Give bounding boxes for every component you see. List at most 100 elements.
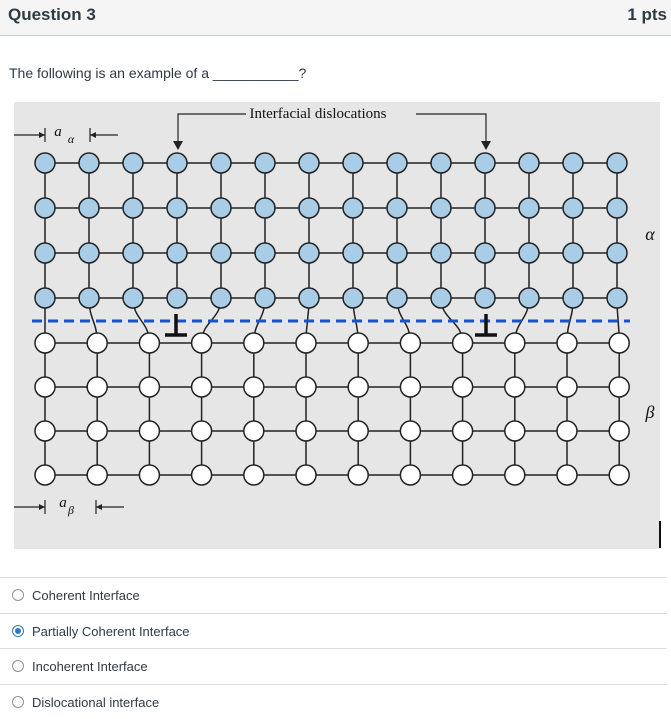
alpha-atom: [298, 287, 320, 309]
answer-list: Coherent Interface Partially Coherent In…: [0, 577, 667, 719]
alpha-atom: [342, 197, 364, 219]
beta-atom: [138, 420, 161, 442]
radio-button[interactable]: [12, 660, 24, 673]
alpha-atom: [122, 152, 144, 174]
dislocation-pointer-line: [416, 113, 487, 146]
alpha-atom: [474, 152, 496, 174]
alpha-atom: [210, 242, 232, 264]
beta-atom: [138, 376, 161, 398]
beta-atom: [347, 464, 369, 486]
beta-atom: [451, 420, 474, 442]
beta-atom: [190, 332, 213, 354]
alpha-atom: [606, 152, 628, 174]
beta-atom: [138, 332, 161, 354]
beta-atom: [608, 464, 630, 486]
answer-option-dislocational[interactable]: Dislocational interface: [0, 683, 667, 719]
beta-atom: [556, 464, 578, 486]
interface-diagram: Interfacial dislocations α β a α a β: [14, 102, 660, 549]
beta-atom: [243, 464, 265, 486]
alpha-atom: [342, 242, 364, 264]
alpha-atom: [474, 242, 496, 264]
alpha-atom: [342, 287, 364, 309]
alpha-atom: [518, 152, 540, 174]
beta-atom: [556, 332, 578, 354]
answer-option-incoherent[interactable]: Incoherent Interface: [0, 648, 667, 684]
beta-atom: [347, 376, 369, 398]
alpha-atom: [430, 242, 452, 264]
beta-atom: [347, 420, 369, 442]
beta-atom: [347, 332, 369, 354]
answer-label: Incoherent Interface: [32, 659, 148, 675]
beta-atom: [608, 376, 630, 398]
question-header: Question 3 1 pts: [0, 0, 671, 36]
answer-option-partially-coherent[interactable]: Partially Coherent Interface: [0, 612, 667, 649]
beta-atom: [295, 464, 317, 486]
alpha-atom: [166, 197, 188, 219]
alpha-atom: [518, 197, 540, 219]
lattice-param-beta-a: a: [59, 495, 67, 511]
beta-atom: [556, 376, 578, 398]
alpha-atom: [34, 197, 56, 219]
beta-atom: [295, 332, 317, 354]
radio-button[interactable]: [12, 695, 24, 708]
beta-atom: [243, 332, 265, 354]
alpha-atom: [78, 197, 100, 219]
beta-atom: [86, 464, 108, 486]
alpha-atom: [34, 152, 56, 174]
arrow-down-icon: [481, 141, 491, 150]
alpha-atom: [518, 287, 540, 309]
alpha-atom: [518, 242, 540, 264]
alpha-atom: [298, 152, 320, 174]
alpha-atom: [210, 287, 232, 309]
alpha-atom: [386, 287, 408, 309]
beta-atom: [86, 332, 108, 354]
arrow-down-icon: [173, 141, 183, 150]
alpha-atom: [562, 242, 584, 264]
answer-label: Dislocational interface: [32, 694, 160, 710]
alpha-atom: [562, 152, 584, 174]
alpha-atom: [430, 287, 452, 309]
beta-atom: [34, 464, 56, 486]
arrow-right-icon: [39, 504, 45, 510]
beta-atom: [399, 332, 422, 354]
question-prompt: The following is an example of a _______…: [9, 65, 307, 81]
beta-atom: [451, 464, 474, 486]
alpha-atom: [166, 242, 188, 264]
answer-label: Partially Coherent Interface: [32, 623, 190, 639]
alpha-atom: [254, 152, 276, 174]
beta-atom: [451, 376, 474, 398]
alpha-atom: [122, 242, 144, 264]
beta-atom: [399, 464, 422, 486]
answer-label: Coherent Interface: [32, 588, 140, 603]
beta-atom: [504, 420, 526, 442]
lattice-svg: Interfacial dislocations α β a α a β: [14, 106, 655, 517]
alpha-atom: [430, 152, 452, 174]
alpha-atom: [606, 287, 628, 309]
alpha-atom: [562, 287, 584, 309]
beta-atom: [34, 420, 56, 442]
radio-button[interactable]: [12, 589, 24, 601]
beta-atom: [295, 376, 317, 398]
question-points: 1 pts: [627, 5, 667, 24]
beta-atom: [504, 376, 526, 398]
alpha-atom: [254, 242, 276, 264]
beta-atom: [34, 332, 56, 354]
alpha-atom: [34, 242, 56, 264]
alpha-atom: [166, 287, 188, 309]
answer-option-coherent[interactable]: Coherent Interface: [0, 577, 667, 613]
alpha-atom: [474, 287, 496, 309]
lattice-param-alpha-sub: α: [68, 132, 75, 146]
alpha-atom: [386, 242, 408, 264]
radio-button-selected[interactable]: [12, 624, 24, 637]
alpha-atom: [386, 197, 408, 219]
beta-atom: [190, 464, 213, 486]
arrow-left-icon: [96, 504, 102, 510]
alpha-atom: [298, 242, 320, 264]
beta-atom: [399, 420, 422, 442]
alpha-atom: [122, 197, 144, 219]
alpha-atom: [298, 197, 320, 219]
alpha-atom: [386, 152, 408, 174]
alpha-atom: [34, 287, 56, 309]
beta-atom: [243, 420, 265, 442]
interfacial-dislocations-label: Interfacial dislocations: [249, 106, 386, 122]
